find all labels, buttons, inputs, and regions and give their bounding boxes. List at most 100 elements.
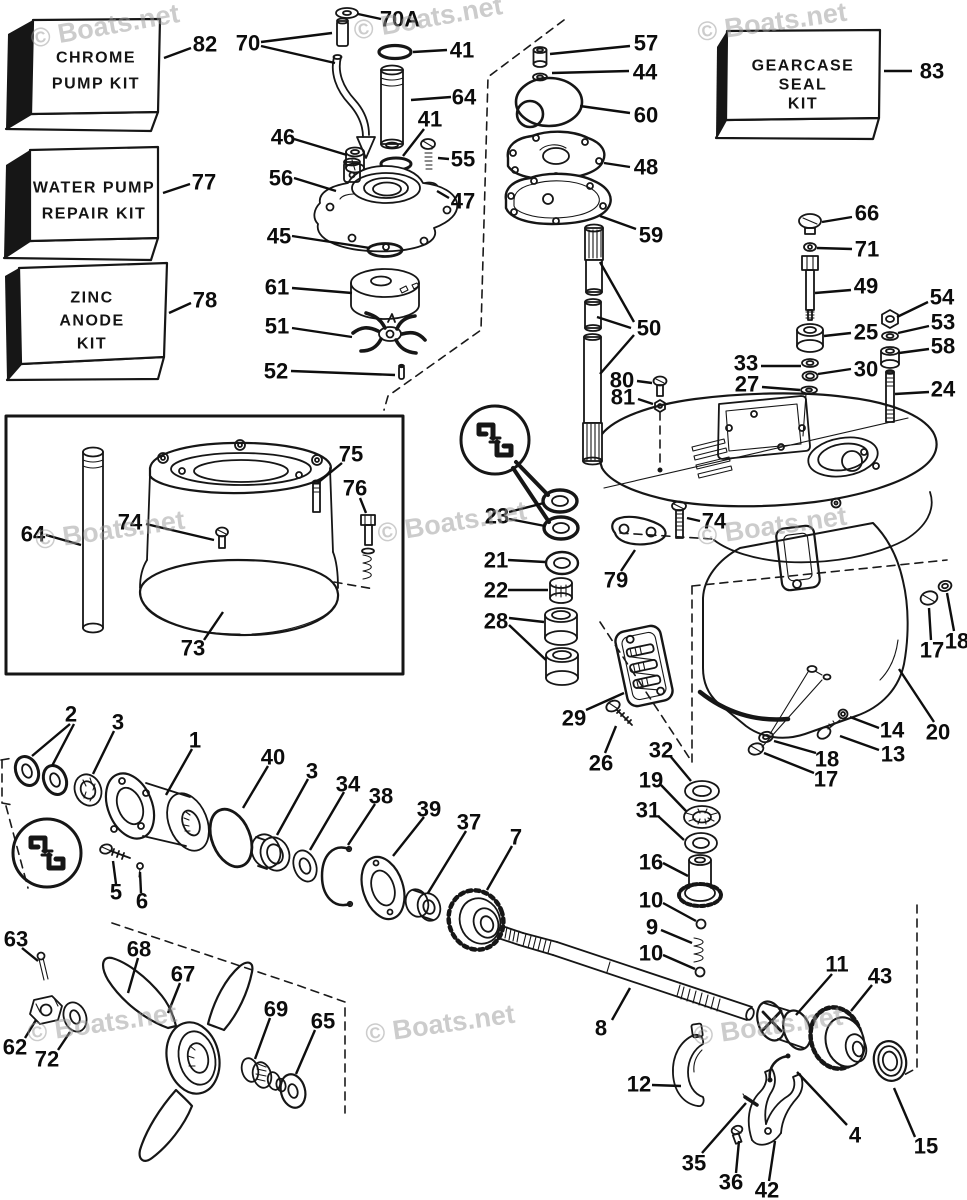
part-number-71: 71 bbox=[855, 237, 879, 262]
callout-leader-20 bbox=[897, 668, 936, 723]
callout-leader-29 bbox=[585, 691, 625, 712]
bearing-housing-group-art bbox=[13, 754, 406, 921]
zinc-anode-kit-label-line: ZINC bbox=[70, 290, 113, 307]
callout-leader-48 bbox=[603, 161, 631, 169]
part-number-31: 31 bbox=[636, 798, 660, 823]
part-number-57: 57 bbox=[634, 31, 658, 56]
part-number-22: 22 bbox=[484, 578, 508, 603]
part-number-8: 8 bbox=[595, 1016, 607, 1041]
link-plate-art bbox=[611, 500, 687, 546]
gearcase-seal-kit-label-line: KIT bbox=[788, 96, 818, 113]
part-number-44: 44 bbox=[633, 60, 658, 85]
part-number-41: 41 bbox=[418, 107, 442, 132]
part-number-79: 79 bbox=[604, 568, 628, 593]
part-number-9: 9 bbox=[646, 915, 658, 940]
callout-leader-71 bbox=[816, 246, 853, 251]
callout-leader-70A bbox=[357, 12, 382, 21]
callout-leader-43 bbox=[850, 984, 873, 1012]
part-number-67: 67 bbox=[171, 962, 195, 987]
watermark-text: © Boats.net bbox=[363, 999, 516, 1050]
propeller-group-art bbox=[29, 951, 307, 1162]
water-pump-repair-kit-label-line: WATER PUMP bbox=[33, 180, 155, 197]
callout-leader-21 bbox=[507, 558, 546, 564]
callout-leader-5 bbox=[111, 860, 118, 885]
zinc-anode-kit-label-line: KIT bbox=[77, 336, 107, 353]
part-number-17: 17 bbox=[814, 767, 838, 792]
callout-leader-80 bbox=[636, 379, 653, 385]
part-number-39: 39 bbox=[417, 797, 441, 822]
callout-leader-73 bbox=[203, 611, 224, 641]
callout-leader-12 bbox=[651, 1083, 682, 1088]
part-number-6: 6 bbox=[136, 889, 148, 914]
part-number-24: 24 bbox=[931, 377, 956, 402]
part-number-18: 18 bbox=[945, 629, 967, 654]
callout-leader-67 bbox=[166, 982, 182, 1014]
part-number-34: 34 bbox=[336, 772, 361, 797]
callout-leader-18 bbox=[945, 592, 956, 632]
part-number-76: 76 bbox=[343, 476, 367, 501]
callout-leader-40 bbox=[241, 765, 270, 809]
callout-leader-23 bbox=[508, 501, 545, 514]
brand-logo-medallion-lower bbox=[13, 819, 81, 887]
callout-leader-64 bbox=[45, 533, 82, 547]
callout-leader-57 bbox=[549, 44, 631, 56]
callout-leader-14 bbox=[849, 715, 880, 730]
callout-leader-18 bbox=[773, 739, 817, 755]
callout-leader-50 bbox=[596, 315, 632, 330]
gearcase-seal-kit-box bbox=[714, 28, 882, 141]
part-number-41: 41 bbox=[450, 38, 474, 63]
part-number-58: 58 bbox=[931, 334, 955, 359]
diagram-artwork bbox=[0, 7, 953, 1162]
shift-clutch-group-art bbox=[672, 1000, 908, 1146]
part-number-20: 20 bbox=[926, 720, 950, 745]
bearing-housing-hardware-art bbox=[652, 213, 953, 756]
callout-leader-70 bbox=[260, 31, 333, 44]
part-number-52: 52 bbox=[264, 359, 288, 384]
part-number-48: 48 bbox=[634, 155, 658, 180]
extension-housing-inset-art bbox=[4, 414, 405, 676]
part-number-46: 46 bbox=[271, 125, 295, 150]
part-number-33: 33 bbox=[734, 351, 758, 376]
part-number-38: 38 bbox=[369, 784, 393, 809]
assembly-boundary-dashes bbox=[0, 19, 948, 1114]
part-number-65: 65 bbox=[311, 1009, 335, 1034]
part-number-19: 19 bbox=[639, 768, 663, 793]
part-number-47: 47 bbox=[451, 189, 475, 214]
callout-leader-9 bbox=[660, 928, 693, 945]
callout-leader-74 bbox=[145, 522, 215, 542]
part-number-53: 53 bbox=[931, 310, 955, 335]
part-number-25: 25 bbox=[854, 320, 878, 345]
callout-leader-82 bbox=[163, 46, 192, 60]
part-number-62: 62 bbox=[3, 1035, 27, 1060]
part-number-60: 60 bbox=[634, 103, 658, 128]
callout-leader-46 bbox=[293, 137, 348, 157]
part-number-74: 74 bbox=[702, 509, 727, 534]
callout-leader-25 bbox=[823, 331, 852, 338]
part-number-42: 42 bbox=[755, 1178, 779, 1200]
callout-leader-41 bbox=[402, 128, 425, 157]
part-number-61: 61 bbox=[265, 275, 289, 300]
part-number-21: 21 bbox=[484, 548, 508, 573]
part-number-2: 2 bbox=[65, 702, 77, 727]
callout-leader-35 bbox=[701, 1102, 747, 1154]
part-number-29: 29 bbox=[562, 706, 586, 731]
part-number-40: 40 bbox=[261, 745, 285, 770]
callout-leader-2 bbox=[31, 723, 71, 757]
callout-leader-81 bbox=[637, 397, 654, 406]
part-number-77: 77 bbox=[192, 170, 216, 195]
gearcase-seal-kit-label-line: GEARCASE bbox=[752, 58, 855, 75]
part-number-4: 4 bbox=[849, 1123, 862, 1148]
callout-leader-3 bbox=[275, 778, 310, 836]
part-number-59: 59 bbox=[639, 223, 663, 248]
callout-leader-69 bbox=[253, 1017, 272, 1060]
callout-leader-17 bbox=[763, 751, 815, 775]
callout-leader-63 bbox=[21, 947, 39, 962]
gearcase-housing-art bbox=[597, 392, 938, 748]
callout-leader-15 bbox=[892, 1087, 917, 1138]
part-number-81: 81 bbox=[611, 385, 635, 410]
callout-leader-1 bbox=[164, 748, 194, 796]
callout-leader-37 bbox=[426, 830, 468, 894]
callout-leader-6 bbox=[138, 871, 143, 894]
part-number-26: 26 bbox=[589, 751, 613, 776]
